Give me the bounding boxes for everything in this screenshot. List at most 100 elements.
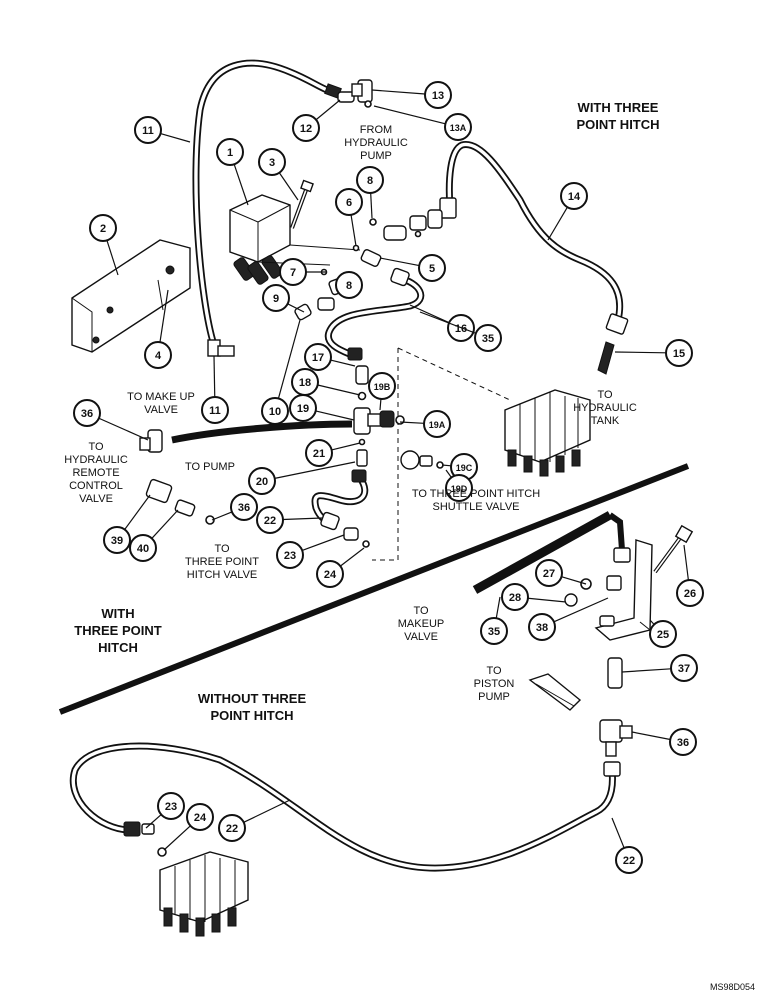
callout-6: 6: [335, 188, 363, 247]
callout-19a: 19A: [399, 410, 451, 438]
callout-22: 22: [218, 799, 291, 842]
leader-line: [495, 596, 501, 619]
leader-line: [649, 619, 655, 625]
svg-text:21: 21: [313, 448, 325, 460]
callout-36: 36: [631, 728, 697, 756]
label-to-makeup-valve-line: VALVE: [404, 631, 438, 643]
svg-text:20: 20: [256, 476, 268, 488]
callout-19d: 19D: [445, 469, 473, 502]
label-to-hydraulic-remote-control-valve-line: CONTROL: [69, 480, 123, 492]
svg-text:10: 10: [269, 406, 281, 418]
callout-1: 1: [216, 138, 249, 206]
leader-line: [409, 304, 450, 324]
callout-40: 40: [129, 509, 179, 562]
callout-2: 2: [89, 214, 119, 276]
pump-elbow-fittings: [337, 79, 373, 108]
leader-line: [160, 132, 191, 143]
callout-3: 3: [258, 148, 299, 201]
hose-14: [439, 141, 629, 375]
leader-line: [631, 731, 671, 741]
callout-28: 28: [501, 583, 567, 611]
svg-text:39: 39: [111, 535, 123, 547]
svg-text:19D: 19D: [451, 484, 468, 494]
callout-17: 17: [304, 343, 356, 371]
callout-13a: 13A: [373, 105, 472, 141]
leader-line: [561, 576, 587, 585]
svg-text:27: 27: [543, 568, 555, 580]
svg-text:28: 28: [509, 592, 521, 604]
callout-22: 22: [611, 817, 643, 874]
callout-8: 8: [356, 166, 384, 219]
label-to-piston-pump-line: PISTON: [474, 678, 515, 690]
heading-with-three-point-hitch-top-line: WITH THREE: [578, 100, 659, 115]
leader-line: [213, 355, 216, 398]
leader-line: [317, 384, 361, 396]
leader-line: [527, 597, 567, 603]
callout-15: 15: [614, 339, 693, 367]
leader-line: [315, 99, 341, 121]
leader-line: [151, 509, 179, 539]
leader-line: [547, 206, 568, 241]
heading-without-three-point-hitch-line: POINT HITCH: [210, 708, 293, 723]
label-to-makeup-valve-line: MAKEUP: [398, 618, 444, 630]
leader-line: [441, 464, 452, 467]
svg-text:23: 23: [165, 801, 177, 813]
hose-11: [192, 59, 342, 357]
callout-20: 20: [248, 461, 356, 495]
callout-35: 35: [480, 596, 508, 645]
svg-text:14: 14: [568, 191, 581, 203]
label-to-hydraulic-remote-control-valve-line: VALVE: [79, 493, 113, 505]
svg-text:13A: 13A: [450, 123, 467, 133]
callout-24: 24: [163, 803, 214, 851]
callout-19c: 19C: [441, 453, 478, 481]
leader-line: [233, 164, 249, 206]
svg-text:36: 36: [238, 502, 250, 514]
callout-11: 11: [134, 116, 191, 144]
callout-37: 37: [621, 654, 698, 682]
label-to-pump: TO PUMP: [185, 461, 235, 473]
svg-text:38: 38: [536, 622, 548, 634]
label-to-make-up-valve-line: VALVE: [144, 404, 178, 416]
label-to-hydraulic-remote-control-valve-line: HYDRAULIC: [64, 454, 128, 466]
svg-text:22: 22: [623, 855, 635, 867]
svg-text:13: 13: [432, 90, 444, 102]
heading-with-three-point-hitch-left-line: HITCH: [98, 640, 138, 655]
leader-line: [163, 825, 191, 851]
svg-text:15: 15: [673, 348, 685, 360]
control-valve-stack-bottom: [159, 851, 249, 937]
leader-line: [159, 289, 169, 343]
leader-line: [124, 494, 151, 530]
svg-text:17: 17: [312, 352, 324, 364]
svg-text:36: 36: [677, 737, 689, 749]
callout-23: 23: [276, 534, 345, 569]
leader-line: [315, 410, 355, 421]
fittings-33-34: [369, 209, 443, 241]
manifold-block-1: [229, 194, 361, 285]
svg-text:11: 11: [142, 125, 154, 137]
hose-22-short: [311, 469, 370, 548]
svg-text:19A: 19A: [429, 420, 446, 430]
label-from-hydraulic-pump-line: PUMP: [360, 150, 392, 162]
svg-text:18: 18: [299, 377, 311, 389]
heading-with-three-point-hitch-top-line: POINT HITCH: [576, 117, 659, 132]
callout-35: 35: [419, 311, 502, 352]
callout-11: 11: [201, 355, 229, 424]
svg-text:5: 5: [429, 263, 435, 275]
leader-line: [350, 214, 357, 247]
section-divider-line: [58, 463, 690, 715]
svg-text:12: 12: [300, 123, 312, 135]
leader-line: [243, 799, 291, 823]
leader-line: [211, 511, 233, 521]
svg-text:19B: 19B: [374, 382, 391, 392]
leader-line: [373, 105, 446, 125]
svg-text:36: 36: [81, 408, 93, 420]
svg-text:25: 25: [657, 629, 669, 641]
bolt-26: [653, 524, 694, 574]
